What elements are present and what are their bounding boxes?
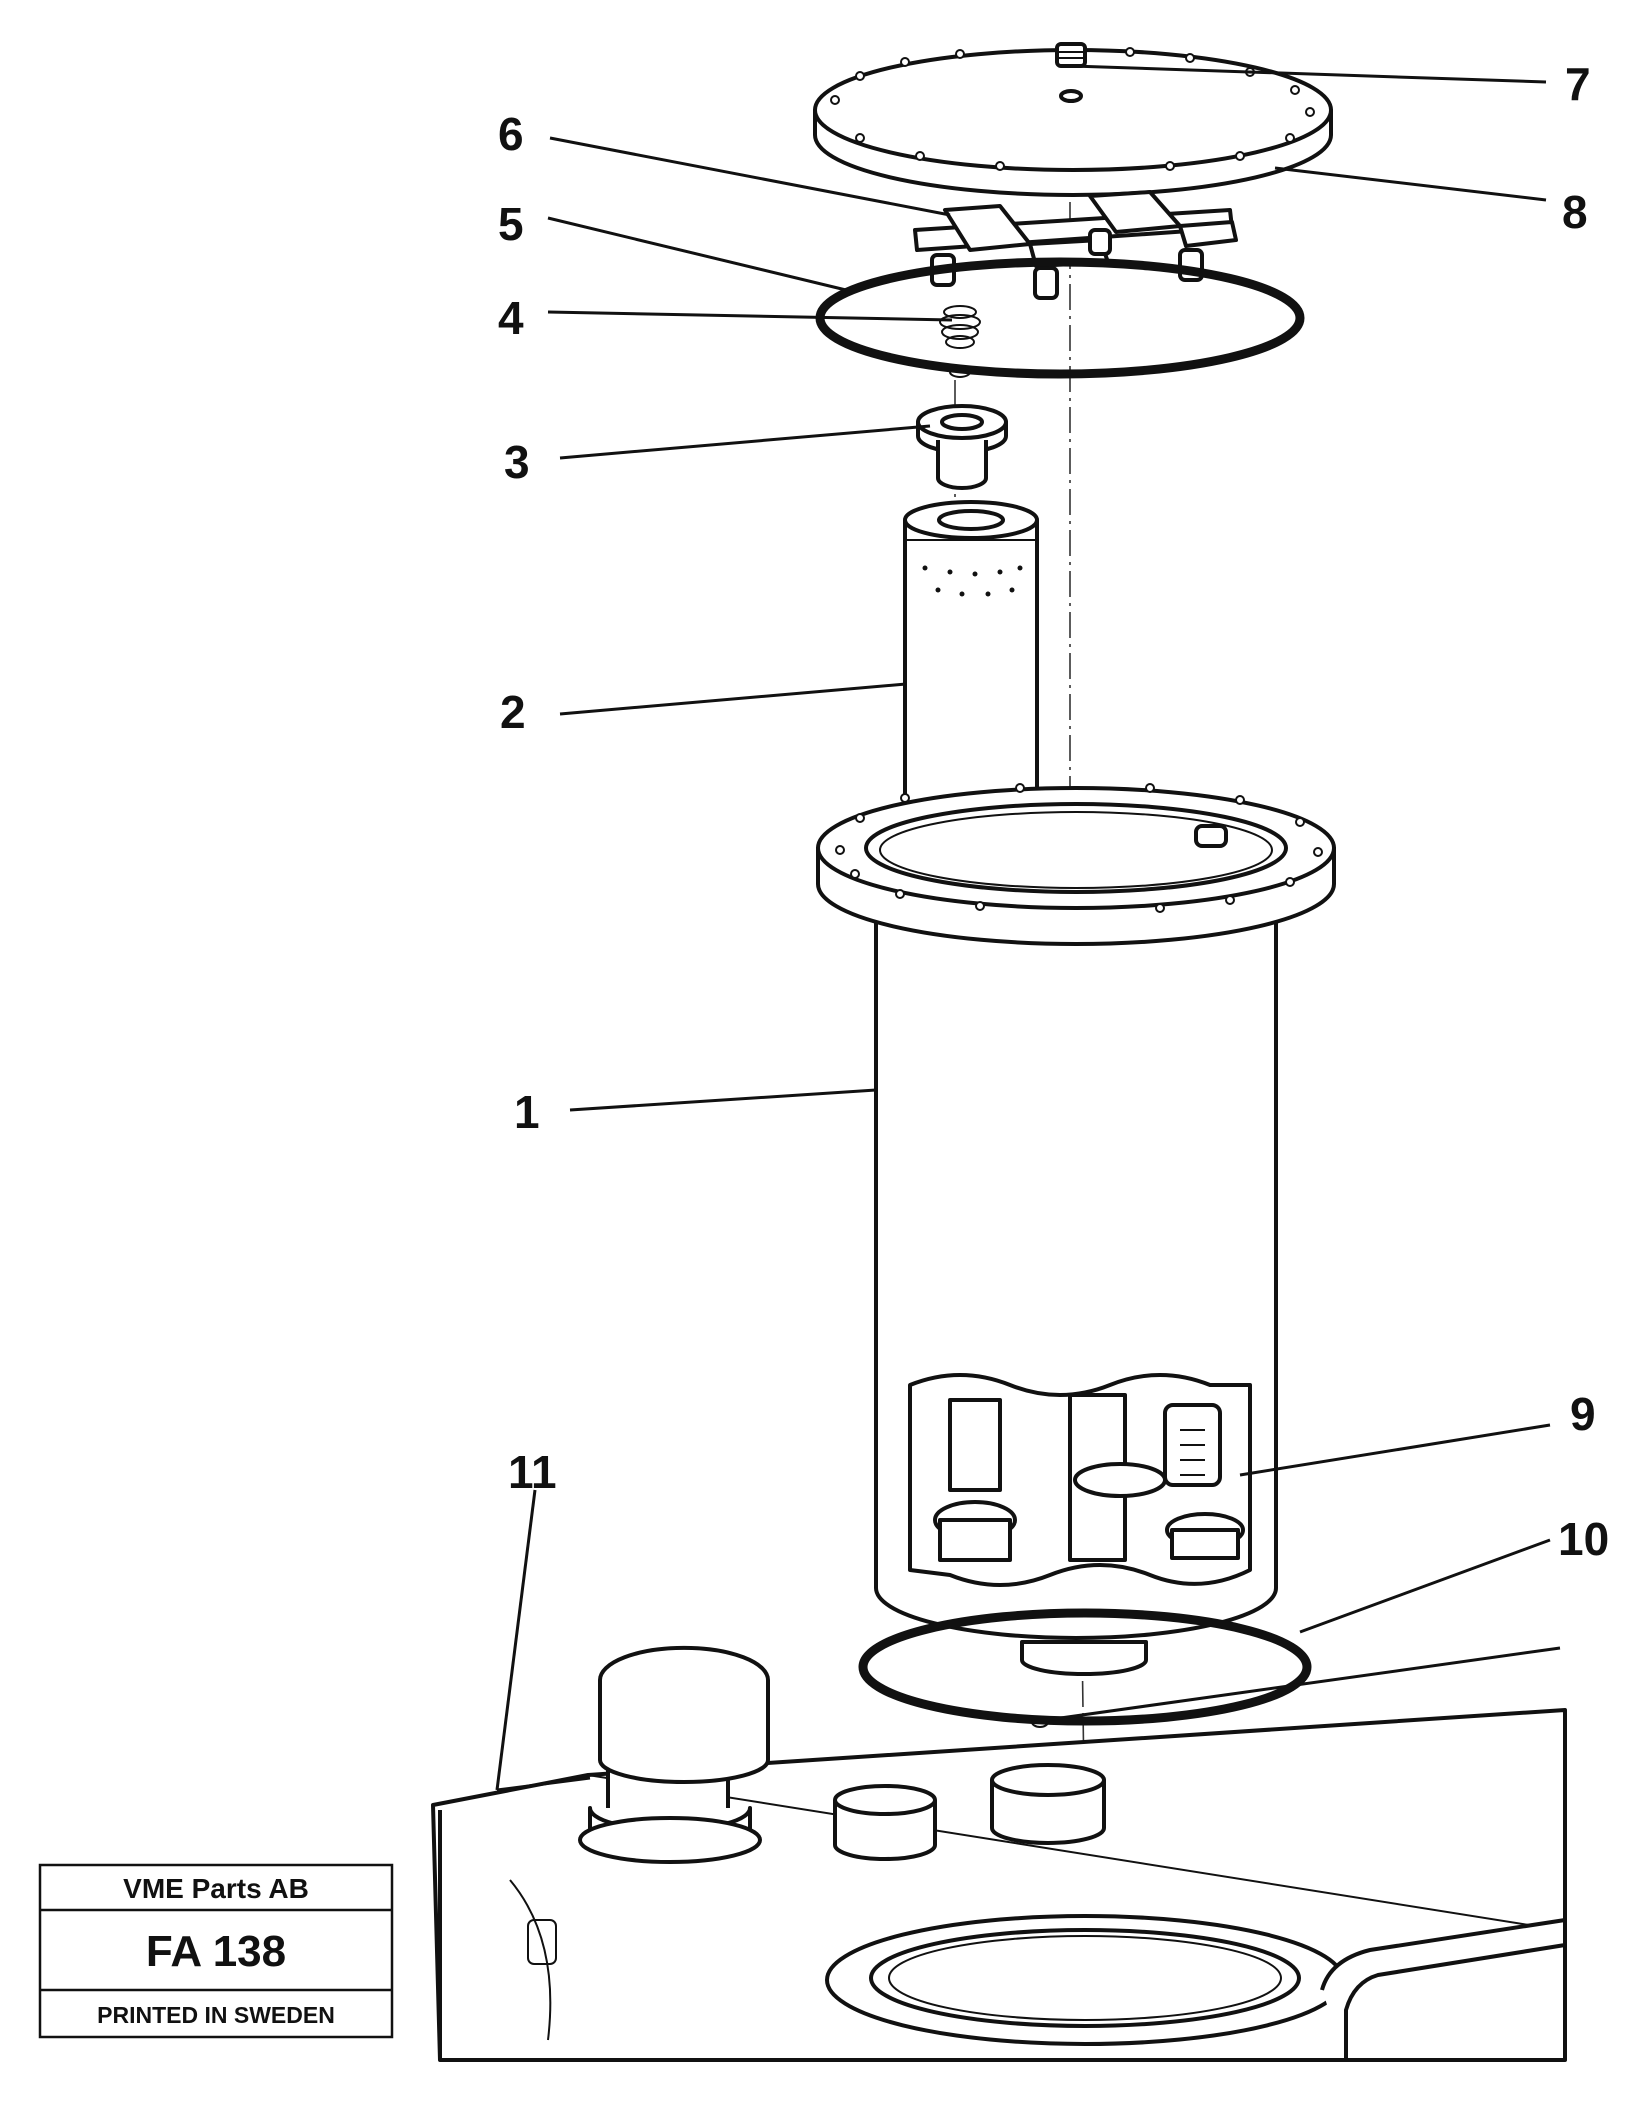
bracket-plate <box>913 190 1238 300</box>
leader-lines <box>495 64 1561 1792</box>
leader-10 <box>1299 1538 1551 1634</box>
callout-9: 9 <box>1570 1388 1596 1440</box>
internal-valves <box>933 1393 1245 1562</box>
leader-4 <box>547 310 953 322</box>
cover-bolt-holes <box>830 47 1315 171</box>
leader-11 <box>495 1489 537 1791</box>
callout-7: 7 <box>1565 58 1591 110</box>
leader-11-tail <box>496 1776 591 1792</box>
leader-5 <box>547 216 847 292</box>
leader-8 <box>1274 166 1547 202</box>
bracket-studs <box>930 228 1204 300</box>
callout-3: 3 <box>504 436 530 488</box>
callout-8: 8 <box>1562 186 1588 238</box>
stamp-company: VME Parts AB <box>123 1873 309 1904</box>
valve-sleeve <box>916 404 1008 490</box>
callout-5: 5 <box>498 198 524 250</box>
leader-9 <box>1239 1423 1551 1477</box>
flange-bolt-holes <box>835 783 1323 913</box>
callout-11: 11 <box>508 1446 557 1498</box>
callout-2: 2 <box>500 686 526 738</box>
cover-screw <box>1055 42 1087 103</box>
stamp-code: FA 138 <box>146 1927 286 1976</box>
publisher-stamp: VME Parts AB FA 138 PRINTED IN SWEDEN <box>38 1863 394 2039</box>
leader-3 <box>559 424 931 460</box>
spring <box>939 305 981 378</box>
leader-7 <box>1071 64 1547 84</box>
leader-2 <box>559 682 907 716</box>
hydraulic-tank <box>431 1645 1567 2062</box>
callout-6: 6 <box>498 108 524 160</box>
leader-10b <box>1031 1646 1561 1724</box>
leader-1 <box>569 1088 877 1112</box>
callout-4: 4 <box>498 292 524 344</box>
bottom-gasket <box>858 1608 1312 1728</box>
cover-plate <box>813 47 1333 197</box>
callout-labels: 7 8 6 5 4 3 2 1 9 10 11 <box>498 58 1609 1565</box>
stamp-footer: PRINTED IN SWEDEN <box>97 2002 335 2028</box>
callout-10: 10 <box>1558 1513 1609 1565</box>
leader-6 <box>549 136 951 217</box>
callout-1: 1 <box>514 1086 540 1138</box>
filter-housing <box>816 783 1336 1640</box>
